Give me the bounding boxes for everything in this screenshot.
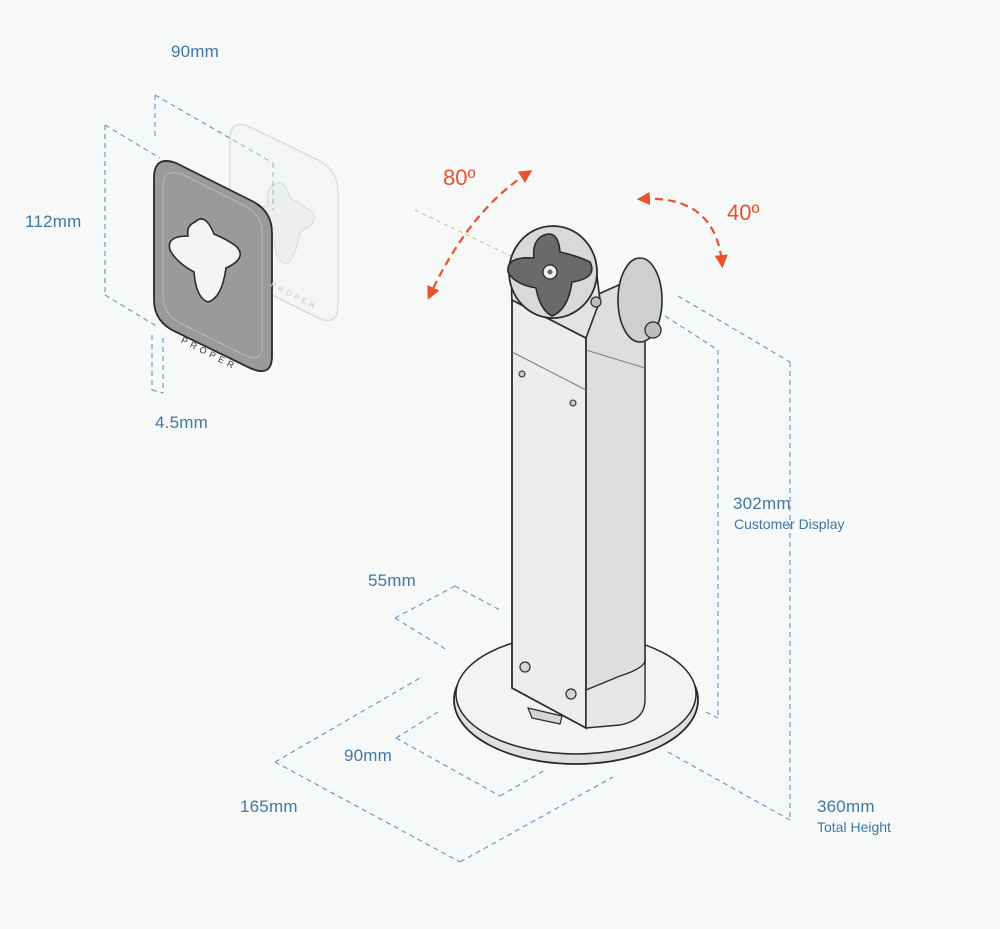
pivot-knob [617, 257, 663, 343]
plate-height-label: 112mm [25, 212, 82, 231]
swivel-arrow-icon [636, 191, 728, 269]
plate-width-label: 90mm [171, 42, 220, 61]
total-height-label: 360mm [817, 797, 875, 816]
column-width-label: 90mm [344, 746, 393, 765]
tilt-arrow-icon [414, 170, 533, 300]
stand-head [507, 225, 602, 340]
pos-stand [453, 225, 699, 765]
plate-depth-label: 4.5mm [155, 413, 208, 432]
display-height-note: Customer Display [734, 516, 845, 532]
plate-dimension-lines [104, 94, 274, 394]
tilt-angle-label: 80º [443, 165, 476, 190]
swivel-angle-label: 40º [727, 200, 760, 225]
total-height-note: Total Height [817, 819, 891, 835]
base-diameter-label: 165mm [240, 797, 298, 816]
display-height-label: 302mm [733, 494, 791, 513]
base-dimension-lines [274, 295, 791, 863]
stand-column-side [584, 278, 646, 717]
column-depth-label: 55mm [368, 571, 417, 590]
mounting-plate [153, 160, 273, 372]
